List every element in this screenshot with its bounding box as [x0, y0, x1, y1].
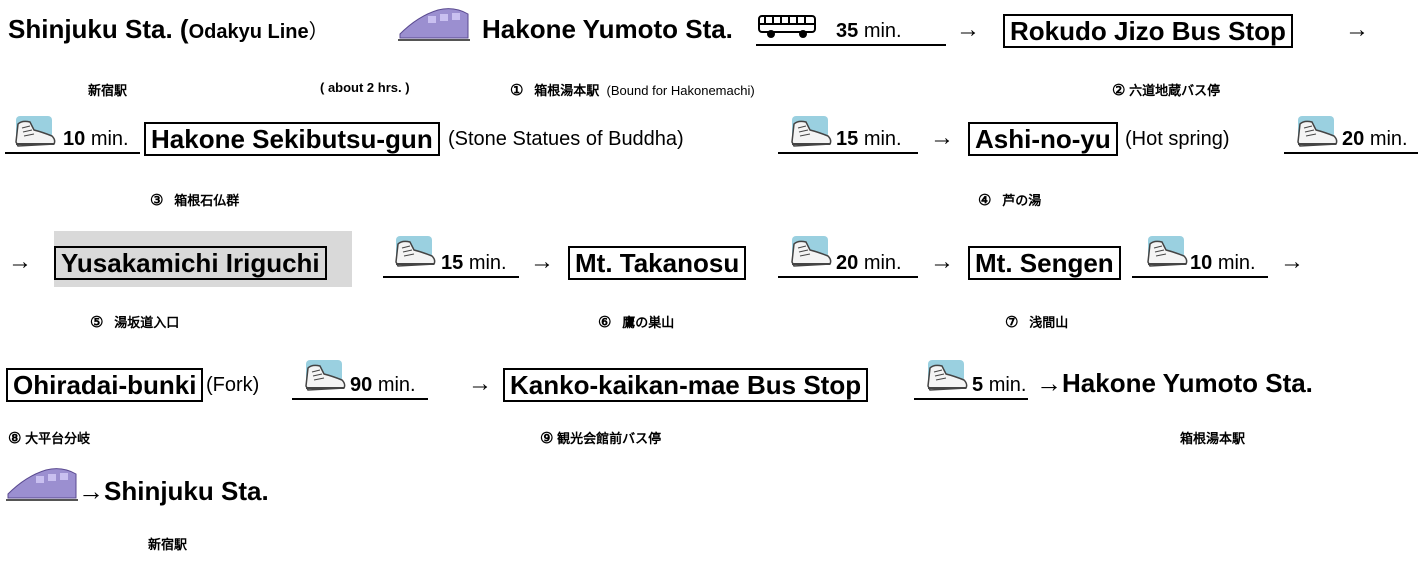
- stop4-note: (Hot spring): [1125, 128, 1230, 150]
- end-station-jp: 箱根湯本駅: [1180, 431, 1246, 446]
- origin-jp: 新宿駅: [88, 83, 128, 98]
- minutes-unit: min.: [1217, 252, 1256, 274]
- final-station-jp: 新宿駅: [148, 537, 188, 552]
- stop1-jp: 箱根湯本駅: [534, 83, 600, 98]
- stop8-label: ⑧ 大平台分岐: [8, 428, 90, 447]
- stop2-marker: ②: [1112, 82, 1126, 99]
- stop-yusakamichi: Yusakamichi Iriguchi: [54, 246, 327, 280]
- train-duration: ( about 2 hrs. ): [320, 80, 410, 95]
- stop3-jp: 箱根石仏群: [174, 193, 240, 208]
- final-station: →Shinjuku Sta.: [78, 476, 269, 506]
- walk-minutes: 90: [350, 374, 373, 396]
- train-icon: [398, 7, 471, 41]
- stop5-marker: ⑤: [90, 314, 104, 331]
- walk-minutes: 20: [1342, 128, 1365, 150]
- stop-takanosu: Mt. Takanosu: [568, 246, 747, 280]
- stop3-marker: ③: [150, 192, 164, 209]
- arrow: →: [530, 248, 554, 275]
- stop5-jp: 湯坂道入口: [114, 315, 180, 330]
- arrow: →: [956, 16, 980, 43]
- bus-icon: [758, 15, 816, 38]
- arrow: →: [1280, 248, 1304, 275]
- stop-sengen: Mt. Sengen: [968, 246, 1121, 280]
- stop9-marker: ⑨: [540, 430, 554, 447]
- walk-duration: 15 min.: [383, 252, 519, 278]
- stop1-marker: ①: [510, 82, 524, 99]
- walk-minutes: 10: [1190, 252, 1213, 274]
- stop6-marker: ⑥: [598, 314, 612, 331]
- walk-duration: 15 min.: [778, 128, 918, 154]
- stop5-label: ⑤ 湯坂道入口: [90, 312, 179, 331]
- stop8-jp: 大平台分岐: [25, 431, 91, 446]
- walk-minutes: 15: [441, 252, 464, 274]
- minutes-unit: min.: [863, 252, 902, 274]
- minutes-unit: min.: [1369, 128, 1408, 150]
- origin-station: Shinjuku Sta. (: [8, 14, 189, 44]
- walk-duration: 10 min.: [5, 128, 140, 154]
- arrow: →: [930, 124, 954, 151]
- origin-line: Shinjuku Sta. (Odakyu Line）: [8, 14, 329, 45]
- walk-minutes: 20: [836, 252, 859, 274]
- stop1-label: ① 箱根湯本駅 (Bound for Hakonemachi): [510, 80, 755, 99]
- minutes-unit: min.: [468, 252, 507, 274]
- minutes-unit: min.: [377, 374, 416, 396]
- stop6-jp: 鷹の巣山: [622, 315, 675, 330]
- walk-minutes: 10: [63, 128, 86, 150]
- minutes-unit: min.: [90, 128, 129, 150]
- stop4-marker: ④: [978, 192, 992, 209]
- minutes-unit: min.: [988, 374, 1027, 396]
- stop4-label: ④ 芦の湯: [978, 190, 1041, 209]
- minutes-unit: min.: [863, 128, 902, 150]
- stop3-note: (Stone Statues of Buddha): [448, 128, 684, 150]
- stop6-label: ⑥ 鷹の巣山: [598, 312, 674, 331]
- end-station: →Hakone Yumoto Sta.: [1036, 368, 1313, 398]
- stop7-jp: 浅間山: [1029, 315, 1069, 330]
- stop8-marker: ⑧: [8, 430, 22, 447]
- walk-duration: 20 min.: [778, 252, 918, 278]
- stop4-jp: 芦の湯: [1002, 193, 1042, 208]
- minutes-unit: min.: [863, 20, 902, 42]
- arrow: →: [8, 248, 32, 275]
- stop7-marker: ⑦: [1005, 314, 1019, 331]
- stop-ohiradai-bunki: Ohiradai-bunki: [6, 368, 204, 402]
- arrow: →: [930, 248, 954, 275]
- stop-kanko-kaikan-mae: Kanko-kaikan-mae Bus Stop: [503, 368, 869, 402]
- stop9-jp: 観光会館前バス停: [557, 431, 662, 446]
- highlight-band: [54, 231, 352, 287]
- stop9-label: ⑨ 観光会館前バス停: [540, 428, 661, 447]
- walk-duration: 90 min.: [292, 374, 428, 400]
- stop8-note: (Fork): [206, 374, 260, 396]
- stop7-label: ⑦ 浅間山: [1005, 312, 1068, 331]
- stop1-note: (Bound for Hakonemachi): [606, 83, 755, 98]
- bus-duration: 35 min.: [756, 20, 946, 46]
- walk-duration: 20 min.: [1284, 128, 1418, 154]
- stop-ashi-no-yu: Ashi-no-yu: [968, 122, 1118, 156]
- stop2-label: ② 六道地蔵バス停: [1112, 80, 1220, 99]
- stop-sekibutsu-gun: Hakone Sekibutsu-gun: [144, 122, 440, 156]
- stop2-jp: 六道地蔵バス停: [1129, 83, 1221, 98]
- origin-line-name: Odakyu Line: [188, 21, 309, 43]
- stop-rokudo-jizo: Rokudo Jizo Bus Stop: [1003, 14, 1293, 48]
- arrow: →: [1345, 16, 1369, 43]
- walk-duration: 10 min.: [1132, 252, 1268, 278]
- walk-duration: 5 min.: [914, 374, 1028, 400]
- stop3-label: ③ 箱根石仏群: [150, 190, 239, 209]
- bus-minutes: 35: [836, 20, 859, 42]
- walk-minutes: 15: [836, 128, 859, 150]
- origin-close-paren: ）: [308, 21, 329, 43]
- arrow: →: [468, 370, 492, 397]
- train-icon: [6, 467, 79, 501]
- walk-minutes: 5: [972, 374, 984, 396]
- station-hakone-yumoto: Hakone Yumoto Sta.: [482, 14, 733, 44]
